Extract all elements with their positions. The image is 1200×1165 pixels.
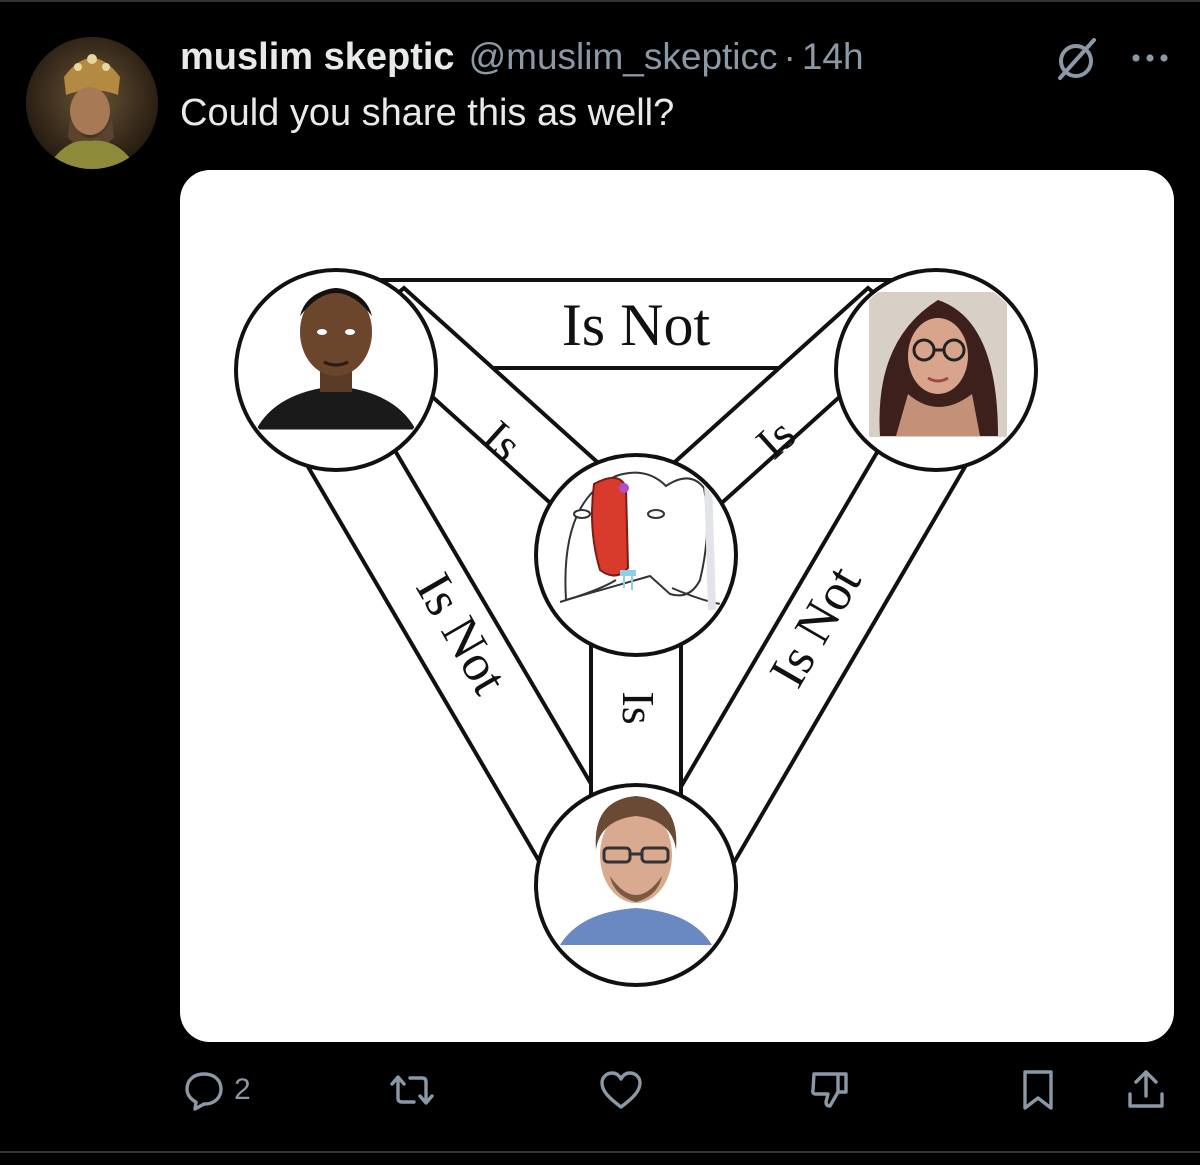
more-icon[interactable] <box>1126 38 1174 78</box>
edge-label-center-bottom: Is <box>613 691 664 724</box>
retweet-button[interactable] <box>384 1060 440 1120</box>
timestamp[interactable]: 14h <box>801 36 864 77</box>
author-handle[interactable]: @muslim_skepticc <box>468 36 778 77</box>
reply-icon <box>182 1068 226 1112</box>
avatar[interactable] <box>26 37 158 169</box>
tweet-header: muslim skeptic @muslim_skepticc · 14h <box>180 32 864 82</box>
share-icon <box>1124 1066 1168 1114</box>
divider <box>0 1151 1200 1153</box>
bookmark-button[interactable] <box>1018 1060 1058 1120</box>
like-button[interactable] <box>597 1060 645 1120</box>
reply-count: 2 <box>234 1073 251 1106</box>
reply-button[interactable]: 2 <box>182 1060 251 1120</box>
bookmark-icon <box>1018 1066 1058 1114</box>
media-image[interactable]: Is Not Is Not Is Not Is Is Is <box>180 170 1174 1042</box>
separator-dot: · <box>783 36 796 77</box>
portrait-center <box>534 453 738 657</box>
grok-icon[interactable] <box>1052 36 1104 82</box>
share-button[interactable] <box>1124 1060 1168 1120</box>
portrait-top-right <box>834 268 1038 472</box>
like-icon <box>597 1068 645 1112</box>
edge-label-top: Is Not <box>562 292 711 358</box>
portrait-top-left <box>234 268 438 472</box>
dislike-button[interactable] <box>806 1060 854 1120</box>
divider <box>0 0 1200 2</box>
portrait-bottom <box>534 783 738 987</box>
author-name[interactable]: muslim skeptic <box>180 35 455 78</box>
tweet-text: Could you share this as well? <box>180 92 675 134</box>
dislike-icon <box>806 1066 854 1114</box>
retweet-icon <box>384 1068 440 1112</box>
action-bar: 2 <box>0 1060 1200 1130</box>
